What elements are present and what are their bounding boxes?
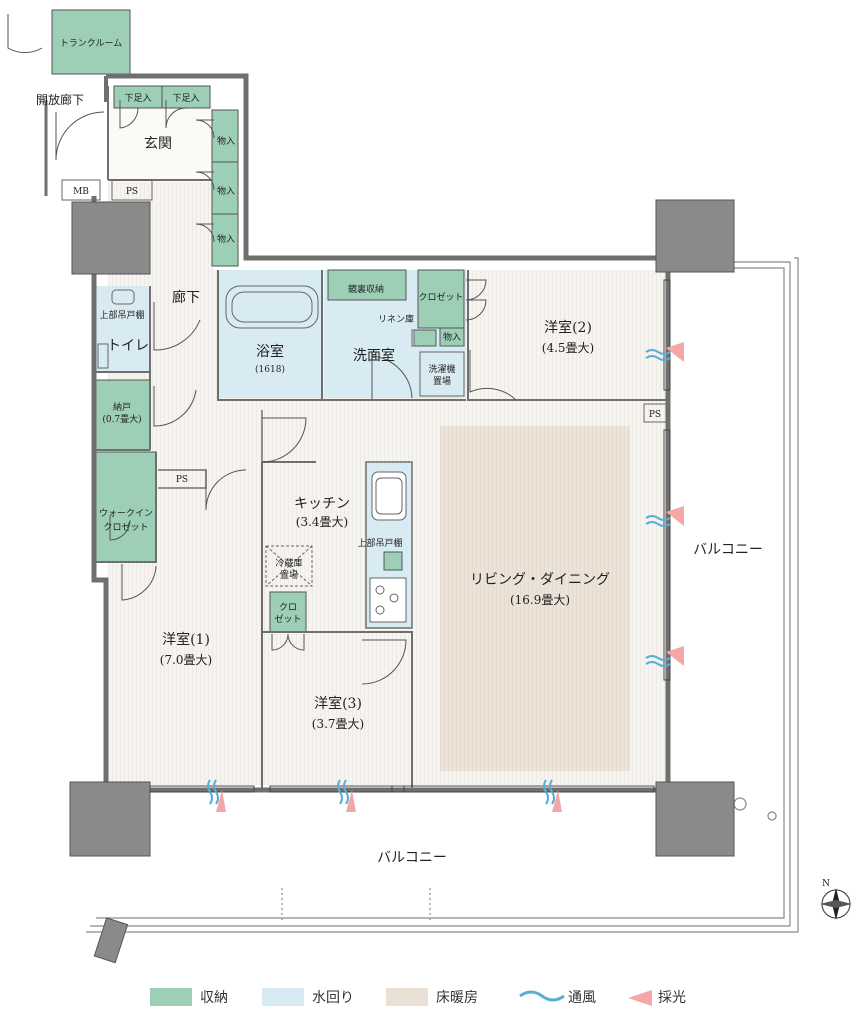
walkin-area (93, 451, 157, 563)
label-senmen: 洗面室 (353, 347, 395, 364)
label-north: N (822, 879, 830, 889)
mono-4-area (439, 327, 465, 347)
label-washer: 洗濯機 (428, 363, 455, 375)
label-geta-1: 下足入 (124, 93, 151, 104)
toilet-bowl (111, 289, 135, 305)
label-nando: 納戸 (113, 401, 131, 413)
label-mono-4: 物入 (443, 331, 461, 343)
label-genkan: 玄関 (144, 135, 172, 152)
label-living: リビング・ダイニング (470, 572, 610, 588)
fixtures (97, 285, 465, 623)
label-washer-2: 置場 (433, 375, 451, 387)
floor-heating-area (440, 426, 630, 771)
column-sw (69, 781, 151, 857)
trunk-room (51, 9, 131, 75)
legend-storage-label: 収納 (200, 990, 228, 1006)
mono-3 (211, 213, 239, 267)
mirror-storage-area (327, 269, 407, 301)
legend: 収納 水回り 床暖房 通風 採光 (150, 988, 686, 1006)
linen-box (413, 329, 437, 347)
label-walkin-2: クロゼット (103, 521, 148, 533)
legend-floor-heating-label: 床暖房 (436, 990, 478, 1006)
legend-water-label: 水回り (312, 990, 354, 1006)
label-closet-2: クロゼット (418, 291, 463, 303)
label-ps-3: PS (649, 410, 661, 420)
doors (7, 14, 517, 685)
label-western-3-size: (3.7畳大) (312, 717, 364, 731)
label-western-1-size: (7.0畳大) (160, 653, 212, 667)
label-mb: MB (73, 187, 89, 197)
toilet-area (94, 286, 150, 372)
compass-icon (820, 888, 852, 920)
label-bath-size: (1618) (255, 364, 285, 375)
label-fridge-2: 置場 (280, 569, 298, 581)
nando-area (93, 379, 151, 451)
mb-box (61, 179, 101, 201)
label-mirror-storage: 鏡裏収納 (348, 283, 384, 295)
label-walkin: ウォークイン (99, 508, 153, 519)
column-ne (655, 199, 735, 273)
column-nw (71, 201, 151, 275)
legend-ventilation-label: 通風 (568, 990, 596, 1006)
label-ps-2: PS (176, 475, 188, 485)
label-corridor: 廊下 (172, 289, 200, 306)
label-trunk-room: トランクルーム (60, 38, 122, 49)
label-western-1: 洋室(1) (162, 631, 210, 648)
kitchen-upper-cabinet (383, 551, 403, 571)
sink (371, 471, 407, 521)
column-stub (93, 917, 129, 964)
legend-water-swatch (262, 988, 304, 1006)
mono-1 (211, 109, 239, 163)
bathtub (225, 285, 319, 329)
label-closet-3a: クロ (279, 602, 297, 613)
walls (44, 73, 671, 793)
ventilation-marks (207, 342, 684, 812)
label-western-2: 洋室(2) (544, 319, 592, 336)
label-toilet: トイレ (107, 338, 149, 354)
legend-light-label: 採光 (658, 990, 686, 1006)
bath-area (218, 270, 322, 398)
label-fridge: 冷蔵庫 (275, 557, 302, 569)
column-se (655, 781, 735, 857)
label-western-3: 洋室(3) (314, 695, 362, 712)
label-bath: 浴室 (256, 343, 284, 360)
label-linen: リネン庫 (378, 313, 414, 325)
room-labels: トランクルーム 開放廊下 下足入 下足入 玄関 物入 物入 物入 MB PS 廊… (36, 38, 830, 889)
label-nando-size: (0.7畳大) (102, 413, 141, 425)
label-mono-2: 物入 (217, 185, 235, 197)
label-kitchen-size: (3.4畳大) (296, 515, 348, 529)
legend-storage-swatch (150, 988, 192, 1006)
label-geta-2: 下足入 (172, 93, 199, 104)
label-mono-1: 物入 (217, 135, 235, 147)
label-closet-3b: ゼット (274, 613, 301, 625)
floor-areas (108, 102, 668, 785)
stove (369, 577, 407, 623)
label-upper-cabinet-toilet: 上部吊戸棚 (99, 309, 144, 321)
columns (69, 199, 735, 964)
fridge-space (265, 545, 313, 587)
legend-floor-heating-swatch (386, 988, 428, 1006)
label-western-2-size: (4.5畳大) (542, 341, 594, 355)
legend-ventilation-icon (519, 990, 565, 1002)
closet-3-area (269, 591, 307, 633)
label-mono-3: 物入 (217, 233, 235, 245)
label-living-size: (16.9畳大) (510, 593, 570, 607)
washer (419, 351, 465, 397)
label-upper-cabinet-kitchen: 上部吊戸棚 (357, 537, 402, 549)
label-kitchen: キッチン (294, 496, 350, 512)
balcony-rails (86, 257, 799, 933)
label-balcony-east: バルコニー (693, 542, 763, 558)
windows (149, 279, 671, 793)
label-ps-1: PS (126, 187, 138, 197)
ps-box-1 (111, 179, 153, 201)
label-balcony-south: バルコニー (377, 850, 447, 866)
ps-box-3 (643, 403, 667, 423)
storage-areas (51, 9, 465, 633)
label-open-corridor: 開放廊下 (36, 92, 84, 107)
closet-2-area (417, 269, 465, 329)
legend-light-icon (628, 990, 652, 1006)
